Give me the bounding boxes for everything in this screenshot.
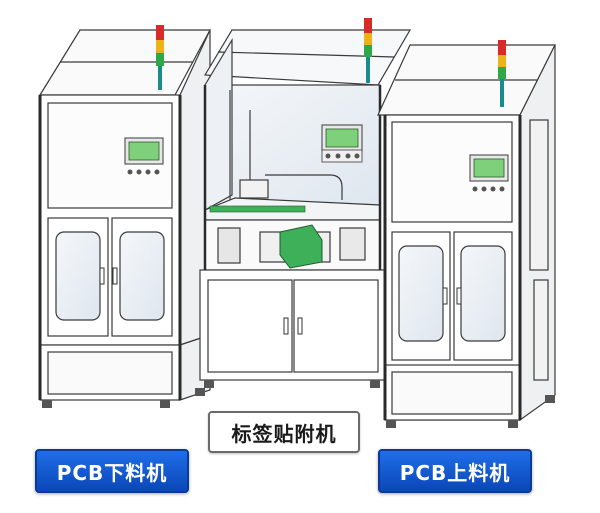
right-frame-posts — [383, 115, 522, 420]
signal-tower-icon — [364, 18, 372, 83]
center-frame-posts — [203, 85, 382, 270]
label-head-green — [279, 224, 323, 269]
label-left-machine: PCB下料机 — [35, 449, 189, 493]
label-right-machine: PCB上料机 — [378, 449, 532, 493]
signal-tower-icon — [498, 40, 506, 107]
left-machine — [38, 29, 212, 401]
green-rail — [209, 205, 306, 213]
door-handle-icon — [99, 267, 118, 285]
center-machine — [199, 29, 412, 381]
label-center-machine: 标签贴附机 — [208, 411, 360, 453]
leveling-foot-icon — [386, 395, 555, 428]
left-frame-posts — [38, 95, 182, 400]
signal-tower-icon — [156, 25, 164, 90]
door-handle-icon — [442, 287, 462, 305]
hmi-panel-icon — [469, 154, 509, 192]
hmi-panel-icon — [321, 124, 363, 163]
leveling-foot-icon — [204, 380, 380, 388]
door-handle-icon — [283, 317, 303, 335]
leveling-foot-icon — [42, 388, 205, 408]
right-machine — [377, 44, 556, 422]
hmi-panel-icon — [124, 137, 164, 175]
